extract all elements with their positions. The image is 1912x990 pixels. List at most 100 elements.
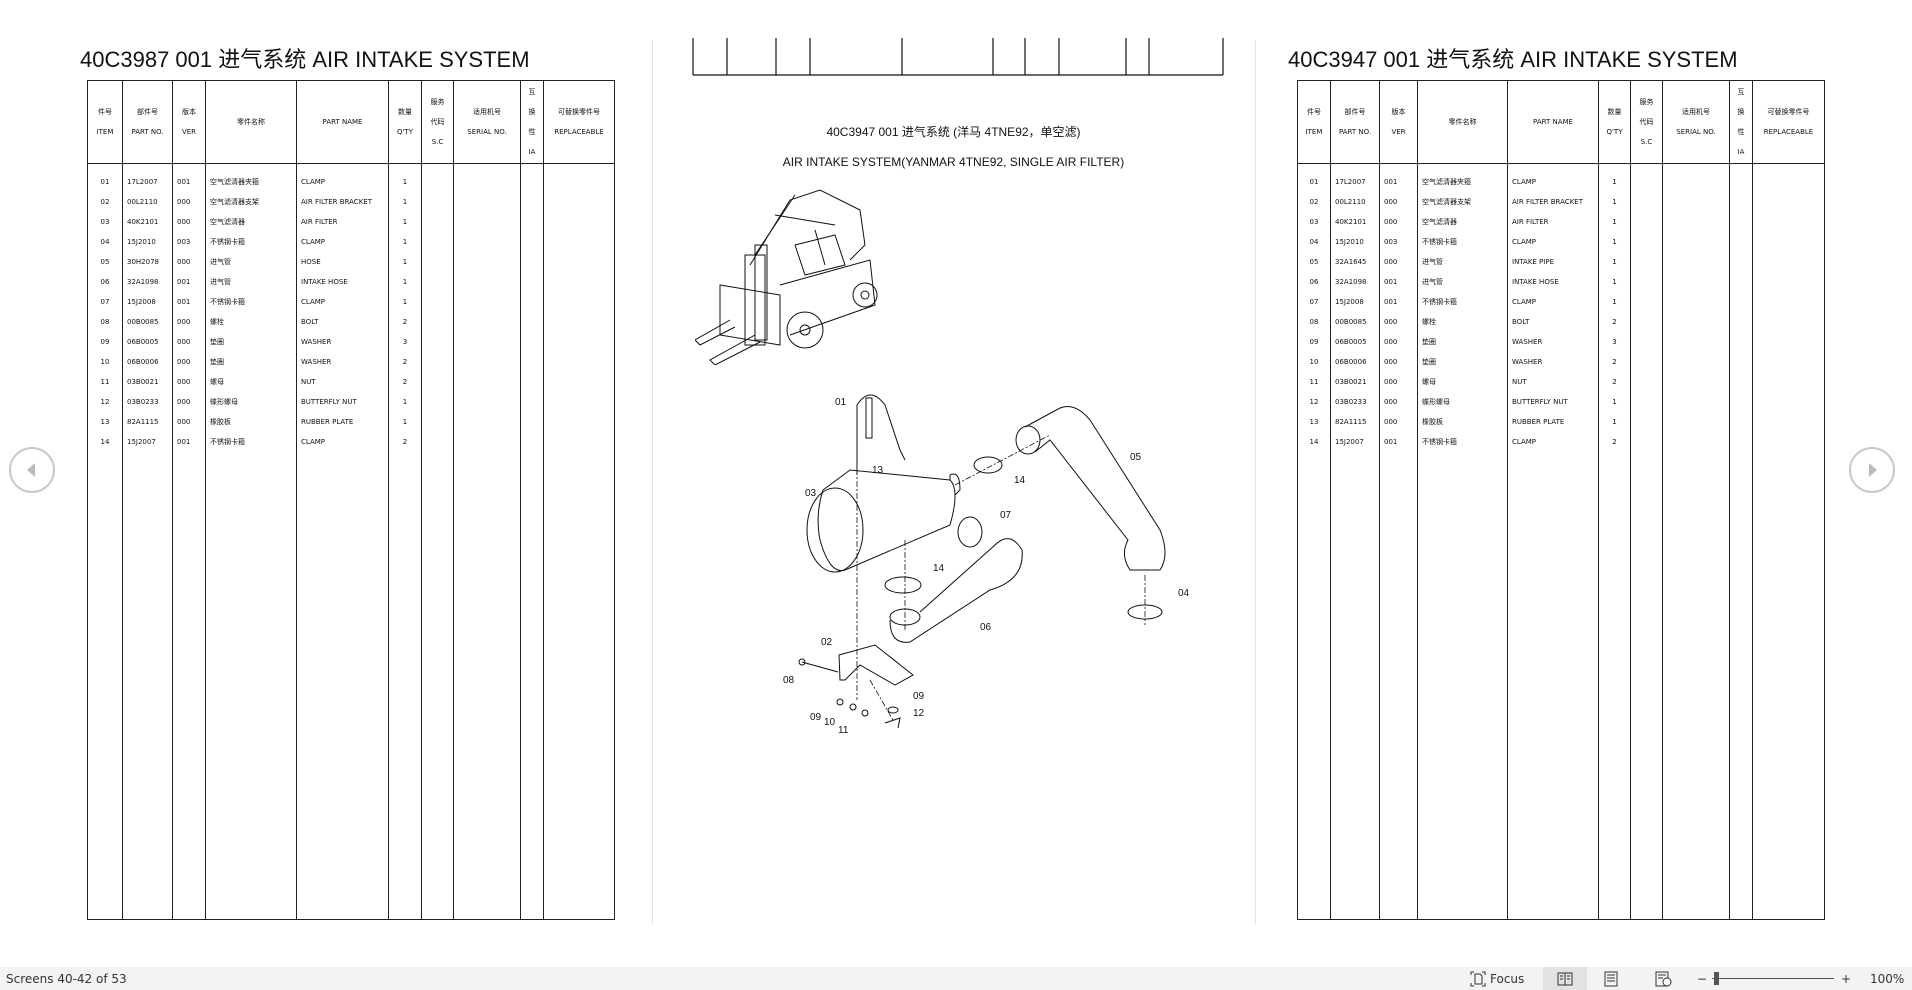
cell-name-cn: 螺母 [205,371,297,392]
cell-empty [1729,331,1753,352]
cell-name-cn: 不锈钢卡箍 [1417,431,1508,452]
cell-empty [1729,191,1753,212]
web-layout-button[interactable] [1655,967,1673,990]
cell-qty: 1 [388,211,422,232]
cell-empty [1630,311,1663,332]
cell-name-cn: 橡胶板 [1417,411,1508,432]
cell-item: 06 [1297,271,1331,292]
focus-button[interactable]: Focus [1470,967,1524,990]
zoom-slider-thumb[interactable] [1714,972,1719,985]
cell-item: 14 [1297,431,1331,452]
print-layout-button[interactable] [1604,967,1618,990]
header-name-cn: 零件名称 [205,80,297,164]
cell-qty: 1 [1598,391,1631,412]
cell-part-name: NUT [296,371,389,392]
cell-part-no: 15J2007 [1330,431,1380,452]
cell-item: 11 [1297,371,1331,392]
cell-ver: 001 [172,431,206,452]
cell-empty [520,371,544,392]
cell-empty [1662,251,1730,272]
callout-label: 03 [805,488,817,499]
cell-qty: 3 [1598,331,1631,352]
cell-part-name: AIR FILTER [296,211,389,232]
cell-part-name: WASHER [1507,331,1599,352]
next-page-button[interactable] [1849,447,1895,493]
callout-label: 01 [835,397,847,408]
cell-empty [543,231,615,252]
cell-empty [453,391,521,412]
cell-name-cn: 空气滤清器支架 [205,191,297,212]
cell-empty [1662,391,1730,412]
cell-empty [520,251,544,272]
cell-empty [1630,163,1663,192]
cell-empty [453,371,521,392]
cell-empty [1752,411,1825,432]
cell-qty: 2 [388,371,422,392]
cell-empty [87,451,123,920]
cell-part-no: 00L2110 [122,191,173,212]
zoom-out-button[interactable]: − [1697,971,1708,986]
header-part-name: PART NAME [1507,80,1599,164]
cell-part-no: 00L2110 [1330,191,1380,212]
cell-empty [543,291,615,312]
zoom-slider[interactable] [1712,967,1834,990]
cell-empty [1662,311,1730,332]
header-part-name: PART NAME [296,80,389,164]
cell-empty [1598,451,1631,920]
cell-empty [421,251,454,272]
previous-page-button[interactable] [9,447,55,493]
cell-ver: 003 [1379,231,1418,252]
cell-part-no: 03B0233 [1330,391,1380,412]
callout-label: 14 [933,563,945,574]
cell-empty [453,311,521,332]
cell-name-cn: 蝶形螺母 [205,391,297,412]
cell-empty [453,251,521,272]
cell-name-cn: 垫圈 [1417,331,1508,352]
cell-ver: 001 [172,163,206,192]
cell-empty [520,351,544,372]
cell-empty [543,431,615,452]
cell-empty [1662,431,1730,452]
read-mode-button[interactable] [1543,967,1587,990]
cell-item: 10 [87,351,123,372]
cell-item: 12 [1297,391,1331,412]
cell-empty [1729,391,1753,412]
cell-ver: 000 [1379,351,1418,372]
cell-empty [520,431,544,452]
diagram-title-en: AIR INTAKE SYSTEM(YANMAR 4TNE92, SINGLE … [782,155,1125,169]
cell-qty: 1 [1598,251,1631,272]
cell-qty: 1 [1598,271,1631,292]
cell-name-cn: 空气滤清器夹箍 [1417,163,1508,192]
zoom-in-button[interactable]: + [1841,971,1852,986]
cell-empty [1662,191,1730,212]
cell-empty [520,191,544,212]
book-icon [1557,972,1573,985]
cell-empty [1729,411,1753,432]
cell-empty [543,163,615,192]
exploded-parts-diagram [798,394,1166,729]
diagram-title-cn: 40C3947 001 进气系统 (洋马 4TNE92，单空滤) [826,125,1081,139]
cell-empty [453,351,521,372]
header-name-cn: 零件名称 [1417,80,1508,164]
status-bar: Screens 40-42 of 53 Focus − + 100% [0,967,1912,990]
web-layout-icon [1655,971,1672,986]
cell-part-no: 15J2007 [122,431,173,452]
cell-part-name: CLAMP [1507,431,1599,452]
callout-label: 07 [1000,510,1012,521]
cell-item: 03 [87,211,123,232]
cell-empty [1630,351,1663,372]
cell-empty [296,451,389,920]
cell-qty: 1 [388,411,422,432]
cell-empty [421,291,454,312]
cell-empty [1630,331,1663,352]
